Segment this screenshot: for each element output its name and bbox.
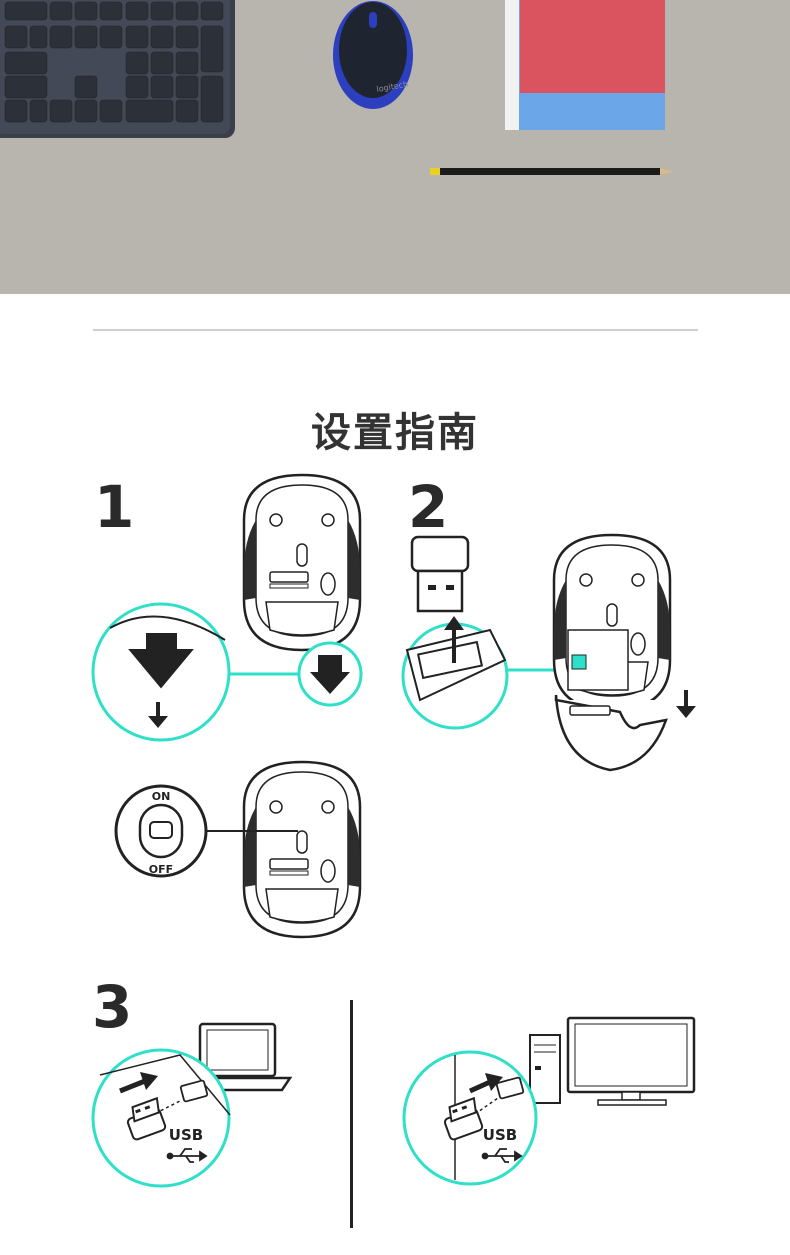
step3-separator (350, 1000, 353, 1228)
step-number-1: 1 (94, 473, 135, 541)
usb-label-right: USB (483, 1126, 517, 1144)
step-number-2: 2 (408, 473, 449, 541)
laptop-icon (185, 1022, 293, 1092)
step-number-3: 3 (92, 973, 133, 1041)
down-arrow-icon (148, 702, 168, 728)
insert-arrow-icon-right (468, 1073, 503, 1094)
mouse-photo: logitech (333, 1, 413, 109)
pencil-photo (430, 168, 674, 175)
up-arrow-icon (444, 616, 464, 663)
insert-arrow-icon (119, 1072, 158, 1094)
step1-switch-mouse (242, 760, 362, 939)
step1-mouse-bottom (242, 473, 362, 652)
power-switch-zoom: ON OFF (114, 784, 208, 878)
step2-mouse-open (552, 533, 672, 772)
usb-symbol-icon-right (481, 1148, 523, 1163)
switch-off-label: OFF (149, 863, 173, 876)
cover-down-arrow-icon (676, 690, 696, 718)
desktop-monitor-icon (566, 1016, 696, 1106)
product-photo: logitech (0, 0, 790, 294)
usb-label-left: USB (169, 1126, 203, 1144)
pull-tab-icon (123, 631, 199, 692)
usb-symbol-icon (166, 1148, 208, 1163)
keyboard-illustration (0, 0, 235, 138)
notebook-photo (505, 0, 665, 130)
desk-scene: logitech (0, 0, 790, 294)
section-divider (93, 329, 698, 331)
step1-small-arrow (310, 655, 350, 694)
usb-receiver (410, 535, 470, 613)
desktop-tower-icon (529, 1034, 561, 1104)
switch-on-label: ON (152, 790, 171, 803)
page-title: 设置指南 (311, 410, 479, 456)
